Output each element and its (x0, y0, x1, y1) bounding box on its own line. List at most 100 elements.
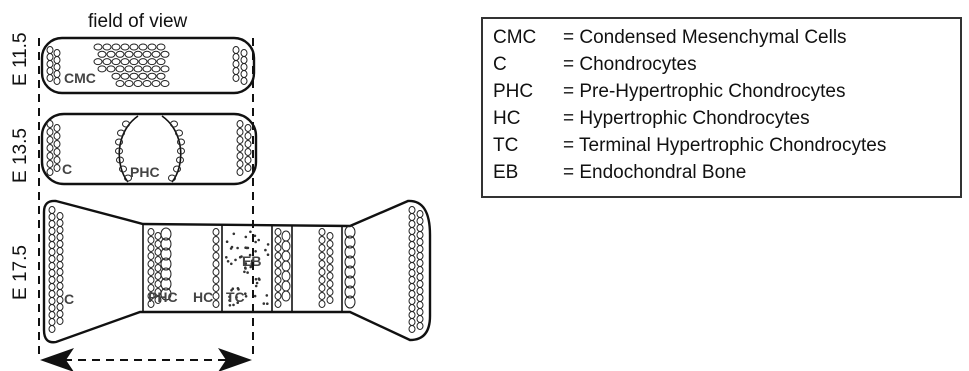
legend-definition: = Hypertrophic Chondrocytes (563, 108, 810, 130)
condensed-mesenchymal-cell (112, 59, 120, 65)
chondrocyte-cell (57, 220, 63, 227)
bone-matrix-dot (245, 295, 248, 298)
chondrocyte-cell (409, 249, 415, 256)
chondrocyte-cell (417, 225, 423, 232)
e11-5-cell (54, 57, 60, 64)
chondrocyte-cell (409, 221, 415, 228)
chondrocyte-cell (417, 253, 423, 260)
condensed-mesenchymal-cell (130, 73, 138, 79)
condensed-mesenchymal-cell (125, 66, 133, 72)
chondrocyte-cell (57, 234, 63, 241)
pre-hypertrophic-cell (155, 273, 161, 280)
legend-definition: = Pre-Hypertrophic Chondrocytes (563, 81, 846, 103)
pre-hypertrophic-cell (319, 301, 325, 308)
terminal-hypertrophic-cell (213, 245, 219, 252)
condensed-mesenchymal-cell (107, 51, 115, 57)
chondrocyte-cell (409, 256, 415, 263)
condensed-mesenchymal-cell (157, 73, 165, 79)
chondrocyte-cell (417, 267, 423, 274)
bone-matrix-dot (230, 263, 233, 266)
pre-hypertrophic-cell (327, 257, 333, 264)
chondrocyte-cell (47, 137, 53, 144)
chondrocyte-cell (49, 270, 55, 277)
pre-hypertrophic-cell (148, 269, 154, 276)
condensed-mesenchymal-cell (161, 66, 169, 72)
e11-5-cell (47, 47, 53, 54)
pre-hypertrophic-cell (275, 269, 281, 276)
pre-hypertrophic-cell (319, 237, 325, 244)
condensed-mesenchymal-cell (143, 66, 151, 72)
e11-5-cell (233, 68, 239, 75)
pre-hypertrophic-cell (275, 245, 281, 252)
chondrocyte-cell (49, 305, 55, 312)
e11-5-cell (233, 61, 239, 68)
chondrocyte-cell (417, 211, 423, 218)
chondrocyte-cell (57, 290, 63, 297)
chondrocyte-cell (417, 232, 423, 239)
hypertrophic-cell (282, 231, 290, 241)
condensed-mesenchymal-cell (134, 81, 142, 87)
hypertrophic-cell (282, 241, 290, 251)
chondrocyte-cell (57, 227, 63, 234)
chondrocyte-cell (417, 260, 423, 267)
chondrocyte-cell (54, 165, 60, 172)
chondrocyte-cell (237, 153, 243, 160)
pre-hypertrophic-cell (275, 277, 281, 284)
chondrocyte-cell (417, 288, 423, 295)
condensed-mesenchymal-cell (98, 66, 106, 72)
condensed-mesenchymal-cell (103, 59, 111, 65)
chondrocyte-cell (54, 157, 60, 164)
chondrocyte-cell (49, 235, 55, 242)
chondrocyte-cell (49, 326, 55, 333)
chondrocyte-cell (57, 276, 63, 283)
condensed-mesenchymal-cell (121, 59, 129, 65)
pre-hypertrophic-cell (327, 297, 333, 304)
condensed-mesenchymal-cell (130, 44, 138, 50)
e13-5-right-cells (237, 121, 251, 176)
chondrocyte-cell (409, 305, 415, 312)
pre-hypertrophic-cell (327, 265, 333, 272)
chondrocyte-cell (49, 249, 55, 256)
condensed-mesenchymal-cell (134, 51, 142, 57)
chondrocyte-cell (237, 129, 243, 136)
bone-matrix-dot (256, 282, 259, 285)
chondrocyte-cell (245, 133, 251, 140)
chondrocyte-cell (409, 270, 415, 277)
pre-hypertrophic-cell (275, 261, 281, 268)
e11-5-cell (47, 68, 53, 75)
e11-5-cartilage-anlage: CMC (42, 38, 254, 93)
bone-matrix-dot (266, 302, 269, 305)
legend-definition: = Terminal Hypertrophic Chondrocytes (563, 135, 886, 157)
chondrocyte-cell (57, 248, 63, 255)
chondrocyte-cell (417, 302, 423, 309)
pre-hypertrophic-cell (319, 245, 325, 252)
bone-matrix-dot (254, 295, 257, 298)
chondrocyte-cell (237, 169, 243, 176)
chondrocyte-cell (47, 121, 53, 128)
chondrocyte-cell (417, 218, 423, 225)
chondrocyte-cell (47, 145, 53, 152)
bone-matrix-dot (226, 240, 229, 243)
chondrocyte-cell (417, 281, 423, 288)
bone-matrix-dot (266, 294, 269, 297)
pre-hypertrophic-cell (155, 241, 161, 248)
pre-hypertrophic-cell (155, 265, 161, 272)
condensed-mesenchymal-cell (116, 81, 124, 87)
chondrocyte-cell (54, 141, 60, 148)
bone-matrix-dot (246, 271, 249, 274)
chondrocyte-cell (409, 312, 415, 319)
pre-hypertrophic-cell (155, 233, 161, 240)
pre-hypertrophic-cell (319, 293, 325, 300)
chondrocyte-cell (57, 297, 63, 304)
abbreviation-legend: CMC = Condensed Mesenchymal Cells C = Ch… (481, 17, 962, 198)
condensed-mesenchymal-cell (98, 51, 106, 57)
pre-hypertrophic-cell (319, 229, 325, 236)
bone-matrix-dot (245, 247, 248, 250)
pre-hypertrophic-cell (155, 249, 161, 256)
legend-definition: = Endochondral Bone (563, 162, 746, 184)
bone-matrix-dot (245, 236, 248, 239)
e11-5-cell (241, 78, 247, 85)
chondrocyte-cell (57, 318, 63, 325)
chondrocyte-cell (245, 157, 251, 164)
chondrocyte-cell (47, 161, 53, 168)
